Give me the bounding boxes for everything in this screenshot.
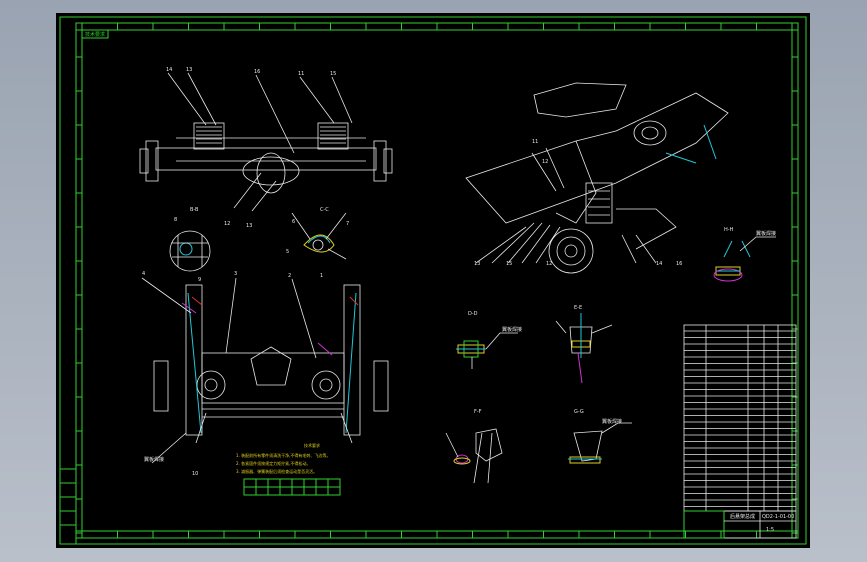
callout-number: 13 — [186, 67, 192, 73]
callout-number: 6 — [292, 219, 295, 225]
section-label-b: B-B — [190, 207, 199, 213]
section-gg — [568, 422, 632, 464]
callout-number: 10 — [192, 471, 198, 477]
left-stamp-boxes — [59, 468, 77, 545]
leader-note-gg: 翼板焊接 — [602, 418, 622, 425]
section-label-g: G-G — [574, 409, 584, 415]
drawing-canvas[interactable]: 技术要求 — [56, 13, 810, 548]
axle-top-view — [139, 72, 393, 212]
callout-number: 15 — [506, 261, 512, 267]
detail-circle-left — [169, 230, 211, 272]
parts-list — [683, 324, 797, 512]
tech-line-3: 3. 减振器、弹簧装配后须检查运动是否灵活。 — [236, 468, 317, 474]
callout-numbers: 14 13 16 11 15 12 13 8 9 4 3 2 1 10 5 6 7 12 11 13 15 12 14 16 — [142, 67, 682, 477]
section-label-h: H-H — [724, 227, 734, 233]
callout-number: 16 — [676, 261, 682, 267]
callout-number: 13 — [246, 223, 252, 229]
section-bb — [713, 236, 776, 282]
callout-number: 12 — [224, 221, 230, 227]
ruler-ticks — [76, 22, 798, 538]
tech-line-1: 1. 装配前所有零件须清洗干净,不得有毛刺、飞边等。 — [236, 452, 330, 458]
callout-number: 13 — [474, 261, 480, 267]
callout-number: 1 — [320, 273, 323, 279]
section-dd — [456, 332, 518, 369]
callout-number: 4 — [142, 271, 145, 277]
tech-line-2: 2. 各紧固件须按规定力矩拧紧,不得松动。 — [236, 460, 310, 466]
cad-drawing: 技术要求 — [59, 16, 807, 545]
callout-number: 14 — [166, 67, 172, 73]
isometric-view — [465, 82, 729, 274]
corner-label-box — [81, 29, 109, 39]
suspension-plan-view — [141, 277, 389, 464]
callout-number: 3 — [234, 271, 237, 277]
callout-number: 9 — [198, 277, 201, 283]
section-ff — [445, 428, 503, 484]
callout-number: 12 — [542, 159, 548, 165]
drawing-name: 后悬架总成 — [730, 513, 755, 520]
callout-number: 15 — [330, 71, 336, 77]
section-ee — [555, 313, 613, 384]
section-cc — [291, 212, 347, 260]
callout-number: 11 — [298, 71, 304, 77]
corner-label: 技术要求 — [85, 31, 105, 38]
section-label-c: C-C — [320, 207, 329, 213]
tech-title: 技术要求 — [304, 442, 320, 448]
drawing-number: QD2-1-01-00 — [762, 514, 794, 520]
leader-note-left: 翼板焊接 — [144, 456, 164, 463]
callout-number: 11 — [532, 139, 538, 145]
callout-number: 14 — [656, 261, 662, 267]
drawing-scale: 1:5 — [766, 527, 774, 533]
callout-number: 2 — [288, 273, 291, 279]
section-label-f: F-F — [474, 409, 482, 415]
section-label-e: E-E — [574, 305, 582, 311]
callout-number: 7 — [346, 221, 349, 227]
leader-note-dd: 翼板焊接 — [502, 326, 522, 333]
outer-border — [59, 16, 807, 545]
title-block: QD2-1-01-00 后悬架总成 1:5 — [683, 510, 797, 539]
callout-number: 16 — [254, 69, 260, 75]
callout-number: 5 — [286, 249, 289, 255]
callout-number: 12 — [546, 261, 552, 267]
section-label-d: D-D — [468, 311, 478, 317]
tech-requirements: 技术要求 1. 装配前所有零件须清洗干净,不得有毛刺、飞边等。 2. 各紧固件须… — [236, 442, 341, 496]
callout-number: 8 — [174, 217, 177, 223]
leader-note-right: 翼板焊接 — [756, 230, 776, 237]
